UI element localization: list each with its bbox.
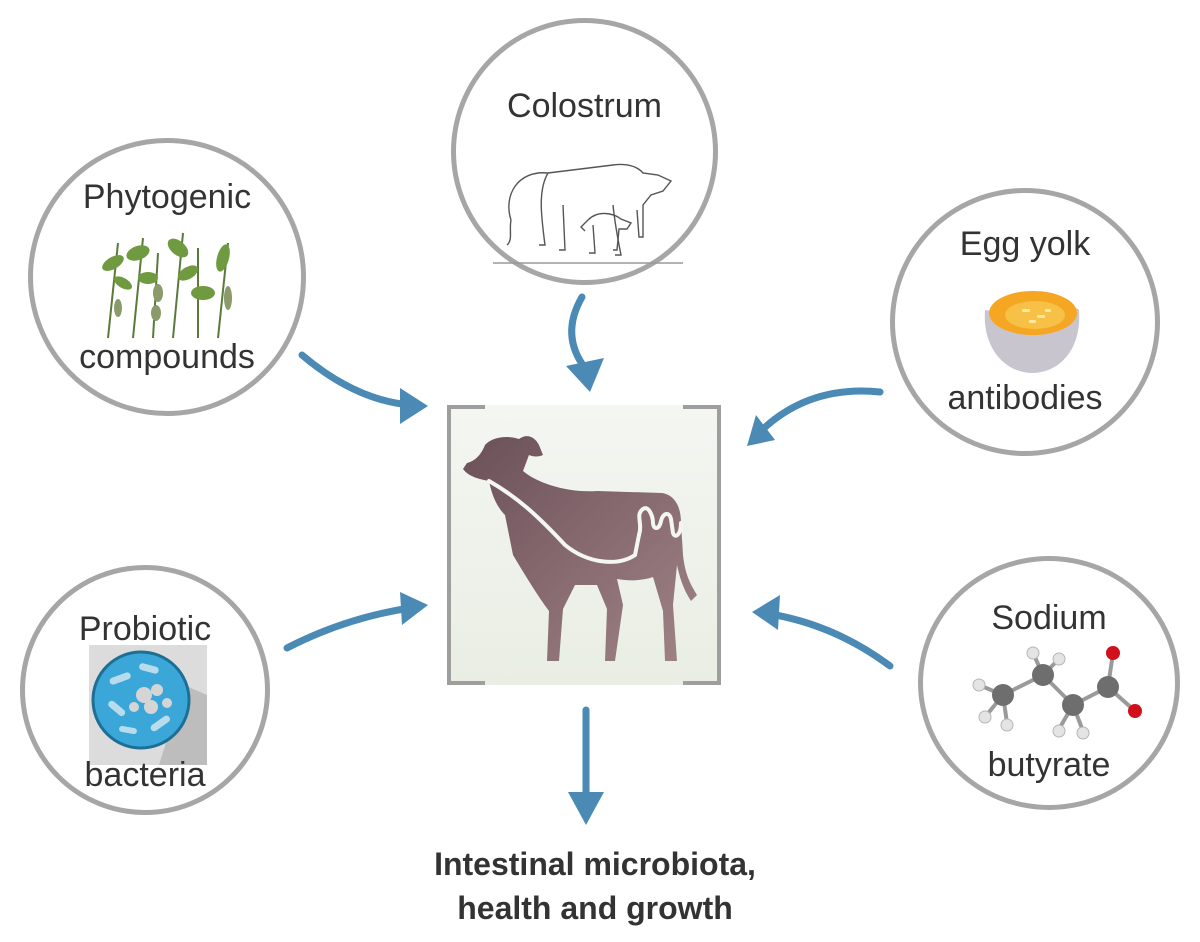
outcome-line-1: Intestinal microbiota,	[434, 846, 756, 882]
outcome-line-2: health and growth	[457, 890, 733, 926]
egg-yolk-label-top: Egg yolk	[959, 225, 1091, 263]
bacteria-petri-dish-icon	[89, 645, 207, 765]
node-phytogenic: Phytogenic compounds	[28, 138, 306, 416]
phytogenic-label-bottom: compounds	[79, 338, 255, 376]
egg-yolk-label-bottom: antibodies	[947, 379, 1103, 417]
arrow-butyrate-to-calf	[766, 610, 894, 670]
sodium-butyrate-label-top: Sodium	[991, 599, 1107, 637]
herbs-icon	[102, 232, 232, 339]
arrow-probiotic-to-calf	[283, 604, 414, 652]
probiotic-label-bottom: bacteria	[84, 756, 206, 794]
arrowhead-outcome	[568, 792, 604, 825]
node-probiotic: Probiotic bacteria	[20, 565, 270, 815]
arrow-eggyolk-to-calf	[758, 387, 884, 434]
outcome-text: Intestinal microbiota, health and growth	[300, 842, 890, 930]
molecule-model-icon	[972, 646, 1142, 740]
arrowhead-phytogenic	[400, 388, 428, 424]
arrowhead-colostrum	[566, 358, 604, 392]
colostrum-label: Colostrum	[507, 87, 662, 125]
sodium-butyrate-label-bottom: butyrate	[987, 746, 1111, 784]
arrow-phytogenic-to-calf	[298, 351, 414, 409]
cow-and-calf-sketch-icon	[493, 163, 683, 264]
probiotic-label-top: Probiotic	[78, 610, 212, 648]
node-colostrum: Colostrum	[451, 18, 718, 285]
calf-silhouette-with-intestine-icon	[463, 436, 697, 661]
arrowhead-butyrate	[752, 595, 780, 630]
node-sodium-butyrate: Sodium butyrate	[918, 556, 1180, 810]
arrowhead-probiotic	[400, 592, 428, 625]
phytogenic-label-top: Phytogenic	[82, 178, 252, 216]
arrowhead-eggyolk	[747, 415, 775, 446]
arrow-colostrum-to-calf	[568, 293, 589, 372]
cracked-egg-icon	[984, 291, 1080, 373]
node-egg-yolk: Egg yolk antibodies	[890, 188, 1160, 456]
calf-frame	[447, 405, 721, 685]
